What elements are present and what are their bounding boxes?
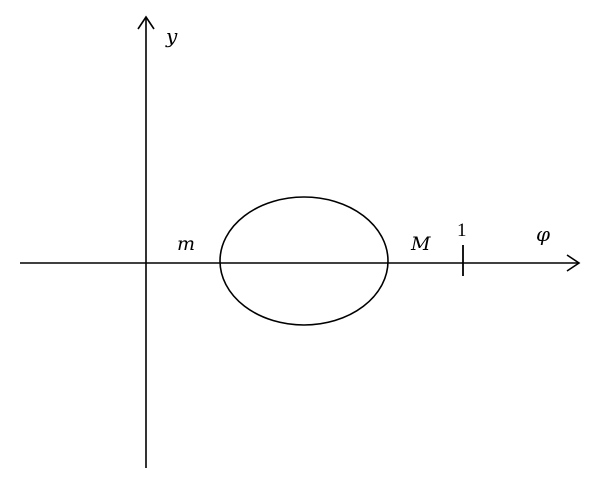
M-label: M bbox=[410, 233, 431, 255]
y-axis-label: y bbox=[165, 24, 178, 48]
closed-orbit-curve bbox=[219, 196, 389, 326]
phi-axis-arrowhead bbox=[566, 254, 581, 272]
m-label: m bbox=[177, 233, 195, 255]
y-axis-arrowhead bbox=[137, 15, 155, 30]
phi-axis-label: φ bbox=[536, 222, 550, 246]
tick-one-label: 1 bbox=[457, 220, 467, 241]
